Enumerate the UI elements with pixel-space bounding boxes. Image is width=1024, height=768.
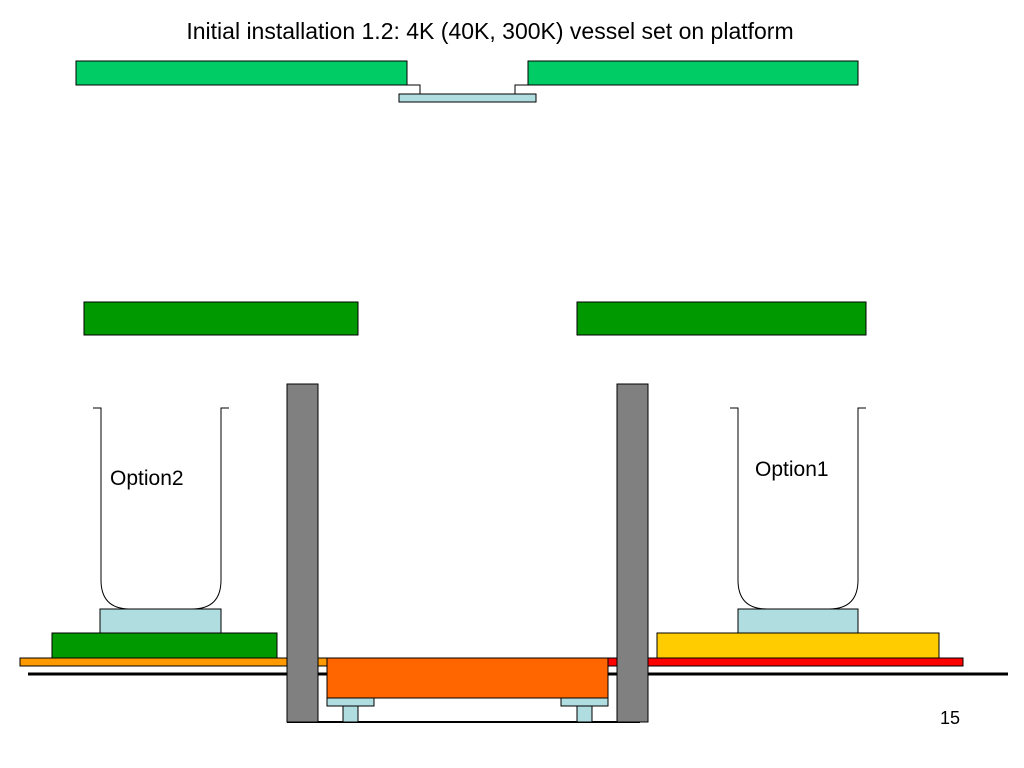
top-plate-left xyxy=(75,60,408,86)
carriage-foot-left-post xyxy=(342,705,359,723)
top-center-cover xyxy=(398,93,537,103)
carriage-foot-right-plate xyxy=(560,697,609,707)
right-yellow-base xyxy=(656,632,940,659)
slide-title: Initial installation 1.2: 4K (40K, 300K)… xyxy=(186,18,794,44)
upper-plate-right xyxy=(576,301,867,336)
left-green-base xyxy=(51,632,278,659)
support-post-right xyxy=(616,383,649,723)
carriage-foot-right-post xyxy=(576,705,593,723)
top-plate-right xyxy=(527,60,859,86)
upper-plate-left xyxy=(83,301,359,336)
vessel-option2 xyxy=(93,407,229,610)
vessel-option1 xyxy=(730,407,866,610)
right-light-block xyxy=(737,608,859,634)
page-number: 15 xyxy=(940,708,961,728)
carriage-foot-left-plate xyxy=(326,697,375,707)
red-platform-bar xyxy=(605,657,964,667)
orange-carriage xyxy=(326,657,609,699)
option1-label: Option1 xyxy=(755,458,829,481)
support-post-left xyxy=(286,383,319,723)
orange-platform-bar xyxy=(19,657,329,667)
top-gap-outline-right xyxy=(514,84,528,94)
option2-label: Option2 xyxy=(110,467,184,490)
top-gap-outline xyxy=(407,84,421,94)
left-light-block xyxy=(99,608,222,634)
